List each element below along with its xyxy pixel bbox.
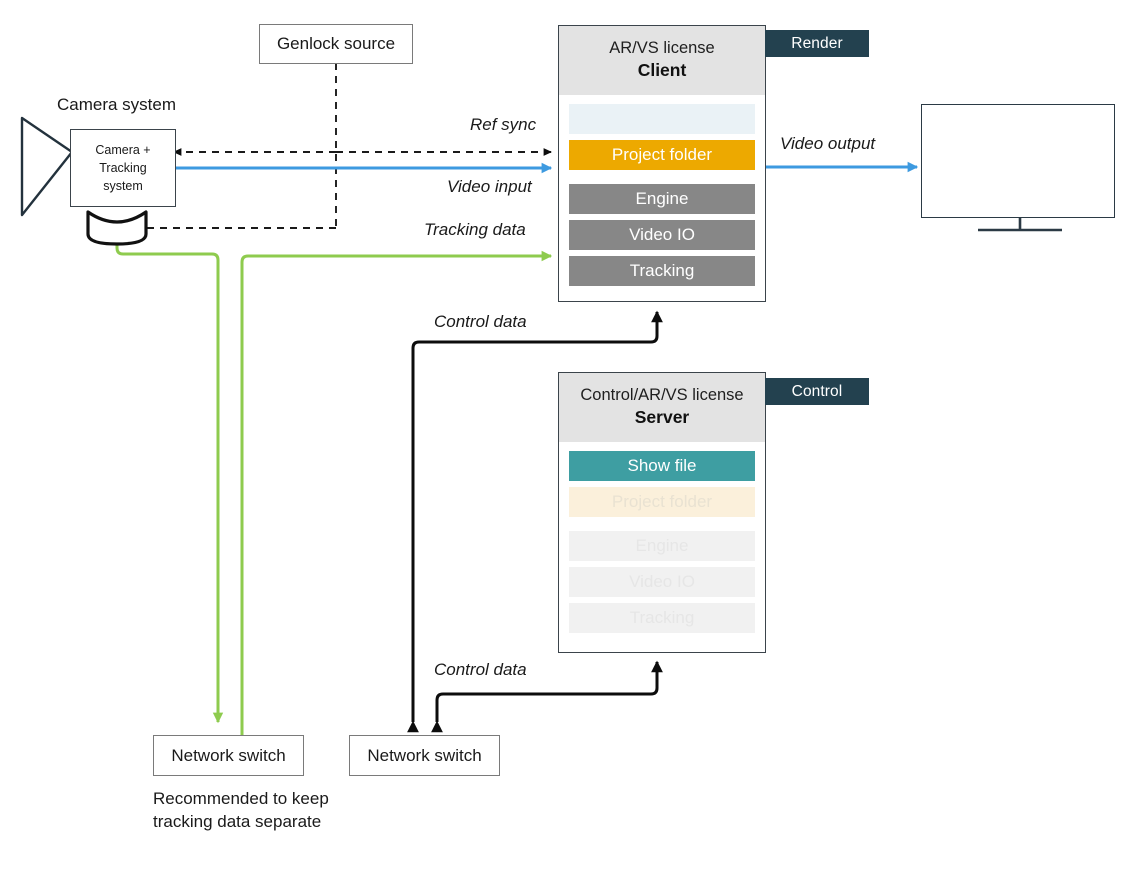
client-render-badge-label: Render: [791, 34, 843, 52]
edge-label-ref-sync: Ref sync: [470, 115, 537, 134]
wire-tracking-switch-to-client: [240, 250, 553, 736]
client-role-label: Client: [637, 60, 687, 81]
camera-body-box[interactable]: Camera + Tracking system: [70, 129, 176, 207]
wire-tracking-lens-to-switch: [115, 243, 224, 724]
camera-body-line-1: Camera +: [95, 142, 151, 157]
wire-control-client: [407, 310, 663, 733]
camera-body-line-2: Tracking: [99, 160, 147, 175]
client-machine-box[interactable]: AR/VS license Client Project folder Engi…: [558, 25, 766, 302]
server-bar-show-file[interactable]: Show file: [569, 450, 755, 481]
server-bar-engine[interactable]: Engine: [569, 530, 755, 561]
client-render-badge: Render: [765, 30, 869, 57]
genlock-source-box[interactable]: Genlock source: [259, 24, 413, 64]
network-switch-right[interactable]: Network switch: [349, 735, 500, 776]
network-switch-right-label: Network switch: [367, 745, 482, 765]
server-bar-tracking[interactable]: Tracking: [569, 602, 755, 633]
network-switch-left[interactable]: Network switch: [153, 735, 304, 776]
edge-label-tracking-data: Tracking data: [424, 220, 526, 239]
edge-label-control-data-bottom: Control data: [434, 660, 527, 679]
client-module-list: Project folder Engine Video IO Tracking: [559, 94, 765, 296]
server-machine-box[interactable]: Control/AR/VS license Server Show file P…: [558, 372, 766, 653]
network-switch-left-label: Network switch: [171, 745, 286, 765]
camera-lens-shape: [86, 210, 148, 246]
camera-system-title: Camera system: [57, 95, 177, 114]
client-bar-tracking[interactable]: Tracking: [569, 255, 755, 286]
edge-label-video-input: Video input: [447, 177, 532, 196]
client-license-label: AR/VS license: [609, 39, 715, 57]
edge-label-video-output: Video output: [780, 134, 876, 153]
client-bar-engine[interactable]: Engine: [569, 183, 755, 214]
server-license-label: Control/AR/VS license: [580, 386, 744, 404]
note-line-1: Recommended to keep: [153, 789, 329, 808]
server-bar-video-io[interactable]: Video IO: [569, 566, 755, 597]
server-control-badge-label: Control: [791, 382, 843, 400]
server-role-label: Server: [634, 407, 690, 428]
client-header: AR/VS license Client: [559, 26, 765, 95]
server-control-badge: Control: [765, 378, 869, 405]
edge-label-control-data-top: Control data: [434, 312, 527, 331]
server-header: Control/AR/VS license Server: [559, 373, 765, 442]
camera-viewfinder-shape: [20, 116, 74, 217]
client-bar-project-folder[interactable]: Project folder: [569, 139, 755, 170]
genlock-source-label: Genlock source: [276, 34, 396, 53]
client-bar-empty[interactable]: [569, 103, 755, 134]
server-bar-spacer: [569, 523, 755, 531]
note-line-2: tracking data separate: [153, 812, 322, 831]
server-bar-project-folder[interactable]: Project folder: [569, 486, 755, 517]
monitor-display: [921, 104, 1115, 218]
client-bar-spacer: [569, 176, 755, 184]
camera-body-line-3: system: [103, 179, 143, 194]
monitor-stand: [978, 216, 1062, 232]
wire-control-server: [431, 660, 663, 733]
server-module-list: Show file Project folder Engine Video IO…: [559, 441, 765, 643]
client-bar-video-io[interactable]: Video IO: [569, 219, 755, 250]
